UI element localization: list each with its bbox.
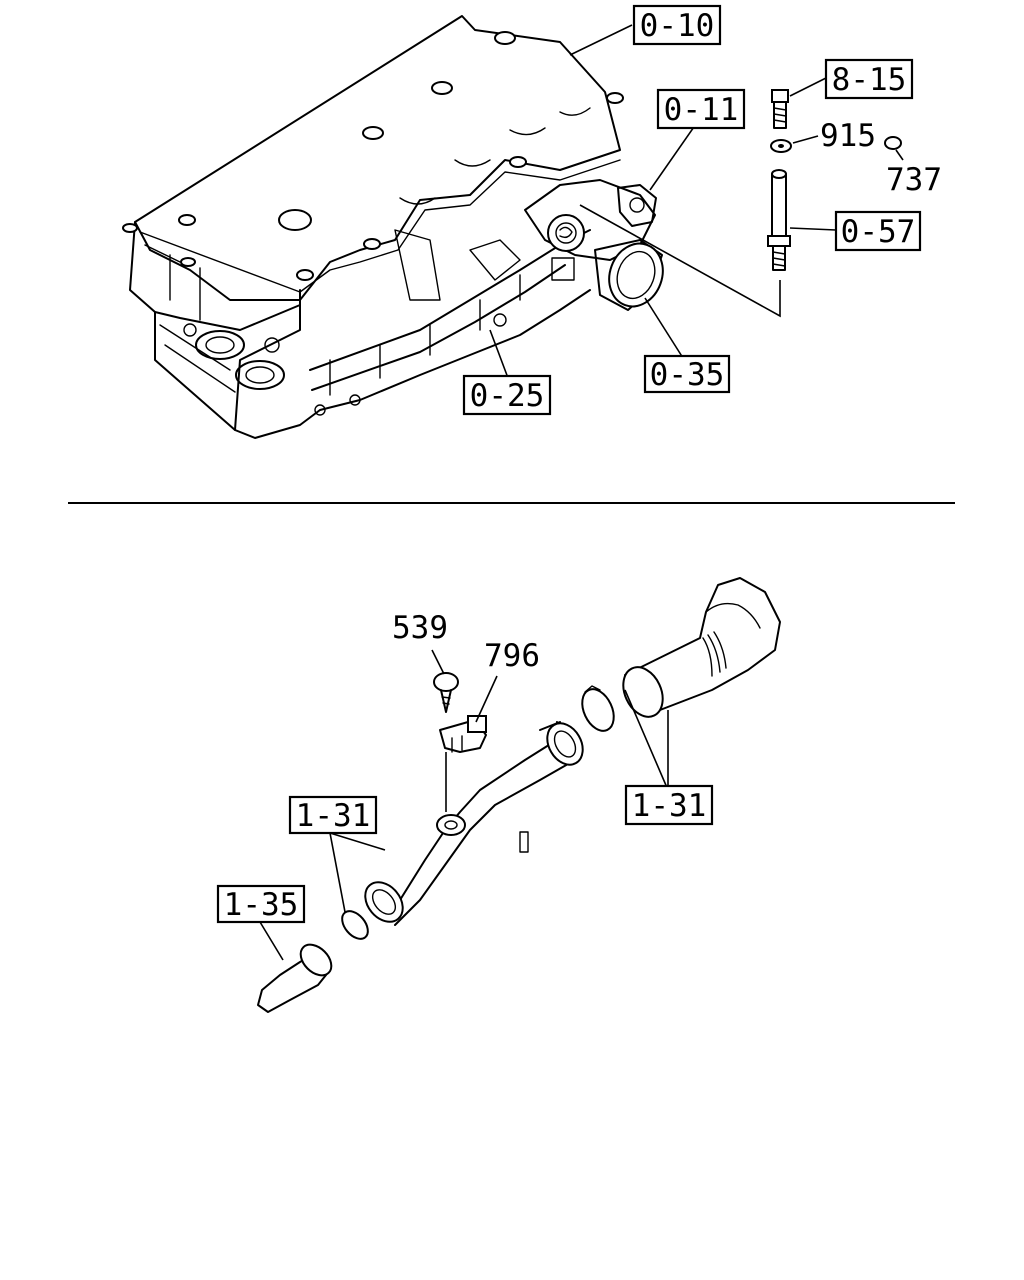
- callout-915: 915: [820, 118, 876, 154]
- screw-539: [433, 672, 459, 713]
- svg-text:1-31: 1-31: [632, 788, 707, 824]
- callout-1-31-right: 1-31: [624, 784, 714, 826]
- callout-0-25: 0-25: [462, 374, 552, 416]
- svg-text:796: 796: [484, 638, 540, 674]
- callout-8-15: 8-15: [824, 58, 914, 100]
- callout-0-35: 0-35: [643, 354, 731, 394]
- svg-text:539: 539: [392, 610, 448, 646]
- sensor-796: [439, 715, 487, 753]
- cylinder-head-assembly: [122, 15, 664, 439]
- callout-737: 737: [886, 162, 942, 198]
- callout-1-31-left: 1-31: [288, 795, 378, 835]
- svg-text:1-31: 1-31: [296, 798, 371, 834]
- cover-bolts: [122, 31, 624, 281]
- callout-1-35: 1-35: [216, 884, 306, 924]
- svg-text:0-25: 0-25: [470, 378, 545, 414]
- svg-text:915: 915: [820, 118, 876, 154]
- svg-text:0-11: 0-11: [664, 92, 739, 128]
- svg-text:8-15: 8-15: [832, 62, 907, 98]
- svg-text:1-35: 1-35: [224, 887, 299, 923]
- callout-796: 796: [484, 638, 540, 674]
- callout-539: 539: [392, 610, 448, 646]
- hose-pipe-assembly: [257, 577, 781, 1013]
- svg-text:0-10: 0-10: [640, 8, 715, 44]
- callout-0-57: 0-57: [834, 210, 922, 252]
- svg-text:0-57: 0-57: [841, 214, 916, 250]
- washer-737: [884, 136, 902, 150]
- callout-0-10: 0-10: [632, 4, 722, 46]
- bolt-8-15: [771, 89, 789, 129]
- fitting-0-35: [594, 239, 664, 311]
- callout-0-11: 0-11: [656, 88, 746, 130]
- svg-text:737: 737: [886, 162, 942, 198]
- svg-text:0-35: 0-35: [650, 357, 725, 393]
- stud-0-57: [767, 169, 791, 271]
